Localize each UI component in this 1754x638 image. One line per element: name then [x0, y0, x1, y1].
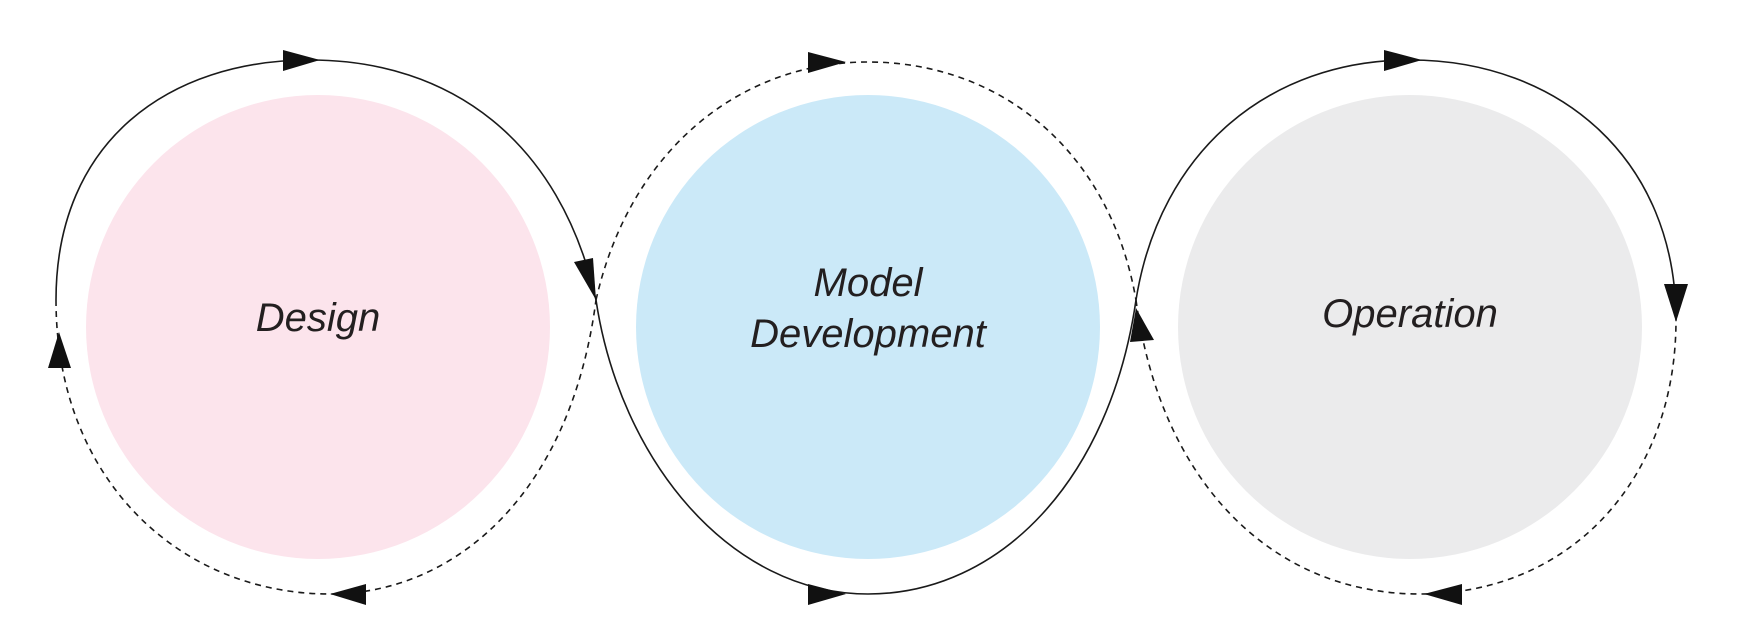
model-development-label-line-2: Development	[750, 312, 988, 356]
arrowhead-operation-to-model	[1130, 308, 1154, 342]
model-development-ring-dashed-arc	[595, 61, 1137, 301]
arrowhead-design-top	[283, 50, 320, 71]
model-development-circle	[636, 95, 1100, 559]
model-development-label-line-1: Model	[814, 261, 924, 305]
arrowhead-operation-right	[1664, 284, 1688, 322]
arrowhead-model-bottom	[808, 584, 846, 605]
design-circle	[86, 95, 550, 559]
operation-circle	[1178, 95, 1642, 559]
arrowhead-design-to-model	[574, 258, 596, 300]
operation-ring-dashed-arc	[1135, 299, 1677, 595]
operation-label: Operation	[1322, 292, 1498, 336]
arrowhead-design-bottom	[330, 584, 366, 605]
design-label: Design	[256, 296, 381, 340]
model-development-ring-solid-arc	[595, 299, 1137, 595]
arrowhead-operation-top	[1384, 50, 1422, 71]
arrowhead-design-left	[48, 332, 71, 368]
arrowhead-model-top	[808, 52, 846, 73]
arrowhead-operation-bottom	[1424, 584, 1462, 605]
